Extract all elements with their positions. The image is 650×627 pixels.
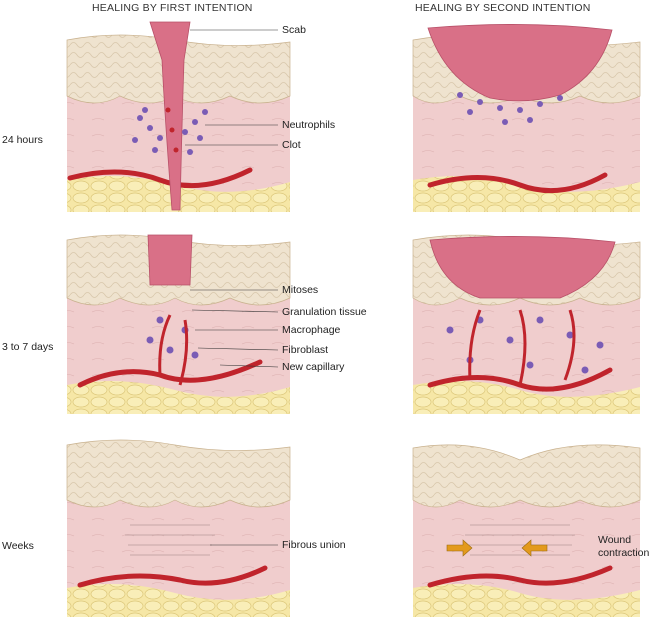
label-scab: Scab (282, 24, 306, 36)
row-label-24-hours: 24 hours (2, 134, 43, 146)
label-clot: Clot (282, 139, 301, 151)
label-wound-contraction: Wound contraction (598, 534, 649, 560)
macrophages-1 (146, 316, 199, 359)
label-granulation-tissue: Granulation tissue (282, 306, 367, 318)
panel-weeks-second (412, 444, 641, 617)
label-fibroblast: Fibroblast (282, 344, 329, 356)
row-label-weeks: Weeks (2, 540, 34, 552)
panel-3-7d-first (66, 234, 291, 414)
neutrophils-cluster-2 (457, 92, 563, 125)
panel-weeks-first (66, 439, 291, 617)
neutrophils-cluster-1 (132, 107, 208, 155)
panel-24h-first (66, 21, 291, 212)
title-second-intention: HEALING BY SECOND INTENTION (415, 2, 591, 14)
label-new-capillary: New capillary (282, 361, 345, 373)
label-fibrous-union: Fibrous union (282, 539, 346, 551)
panel-24h-second (412, 24, 641, 212)
callout-lines (185, 29, 279, 546)
row-label-3-to-7-days: 3 to 7 days (2, 341, 54, 353)
label-wound: Wound (598, 534, 632, 546)
panel-3-7d-second (412, 234, 641, 414)
contraction-arrows (446, 539, 548, 557)
label-macrophage: Macrophage (282, 324, 341, 336)
label-mitoses: Mitoses (282, 284, 319, 296)
label-contraction: contraction (598, 547, 650, 559)
label-neutrophils: Neutrophils (282, 119, 336, 131)
title-first-intention: HEALING BY FIRST INTENTION (92, 2, 253, 14)
